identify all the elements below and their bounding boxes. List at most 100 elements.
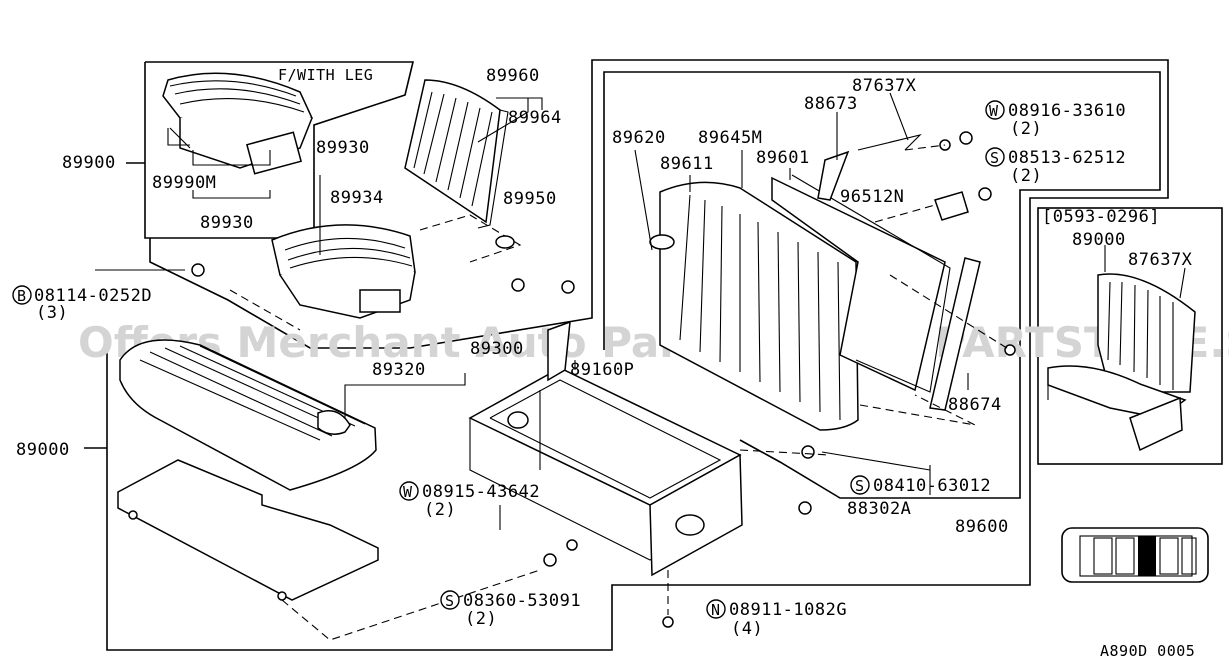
symbol-letter-s3: S [445, 592, 455, 610]
inset-seatback [1097, 273, 1196, 393]
label-89645M: 89645M [698, 128, 762, 148]
dash-tray [281, 569, 541, 641]
vehicle-seat-highlight [1138, 536, 1156, 576]
label-89950: 89950 [503, 189, 557, 209]
inset-date-range: [0593-0296] [1042, 207, 1160, 227]
leader-inset-87637X [1179, 267, 1186, 299]
lever-88673 [817, 150, 850, 201]
watermark-text: Offers Merchant Auto Parts Catalog PARTS… [78, 318, 1229, 367]
fastener-qty-08114: (3) [36, 303, 68, 323]
bolt-96512N [978, 187, 992, 201]
screw-08360 [543, 553, 557, 567]
vehicle-body-outline [1061, 527, 1209, 583]
symbol-circle-s1 [985, 147, 1005, 167]
fastener-code-08513: 08513-62512 [1008, 148, 1126, 168]
group-seat-frame [468, 320, 931, 628]
leader-89990M [192, 150, 271, 166]
dash-88674 [889, 274, 1011, 351]
symbol-circle-w1 [985, 100, 1005, 120]
symbol-letter-n1: N [711, 601, 721, 619]
group-armrest-leg-seat: F/WITH LEG [126, 66, 373, 199]
leader-08410 [821, 451, 931, 471]
fastener-qty-08360: (2) [465, 609, 497, 629]
vehicle-seat-row2 [1115, 537, 1135, 575]
vehicle-seat-row5 [1181, 537, 1197, 575]
cushion-pleats [139, 345, 366, 441]
block-96512N [934, 191, 969, 221]
group-inset-bench [1047, 245, 1196, 452]
label-89990M: 89990M [152, 173, 216, 193]
symbol-circle-s2 [850, 475, 870, 495]
cushion-tray [117, 459, 379, 601]
washer-08915 [566, 539, 578, 551]
group-bench-back [634, 92, 1016, 495]
fastener-code-08410: 08410-63012 [873, 476, 991, 496]
boundary-back [603, 71, 1161, 499]
dash-87637X [904, 144, 946, 151]
drawing-code: A890D 0005 [1100, 642, 1195, 660]
fastener-qty-08915: (2) [424, 500, 456, 520]
group-fastener-labels: 08916-33610 (2) 08513-62512 (2) 08114-02… [34, 101, 1126, 639]
nut-08911 [662, 616, 674, 628]
fastener-code-08911: 08911-1082G [729, 600, 847, 620]
cushion-bracket [317, 410, 351, 435]
label-inset-89000: 89000 [1072, 230, 1126, 250]
armrest-leg [167, 127, 191, 149]
label-89320: 89320 [372, 360, 426, 380]
fastener-code-08915: 08915-43642 [422, 482, 540, 502]
inset-frame-leg [144, 61, 415, 239]
headrest-knob [649, 234, 675, 250]
label-89964: 89964 [508, 108, 562, 128]
seatback-frame-outline [791, 174, 951, 393]
label-88673: 88673 [804, 94, 858, 114]
boundary-main [106, 59, 1169, 651]
fastener-qty-08513: (2) [1010, 166, 1042, 186]
frame-hole [507, 411, 529, 429]
frame-bracket [547, 320, 571, 382]
leader-89620 [634, 149, 653, 251]
seat-frame-inner [489, 379, 722, 499]
label-89900: 89900 [62, 153, 116, 173]
vehicle-locator-icon [1061, 527, 1209, 583]
bolt-08410 [801, 445, 815, 459]
tray-clip-b [277, 591, 287, 601]
label-89930a: 89930 [200, 213, 254, 233]
leader-87637X [889, 92, 909, 141]
dash-frame-fasteners [739, 449, 831, 456]
symbol-letter-w1: W [989, 102, 999, 120]
leg-plate-hole [675, 514, 705, 536]
vehicle-seat-row4 [1159, 537, 1179, 575]
symbol-circle-w2 [399, 481, 419, 501]
label-87637X: 87637X [852, 76, 917, 96]
group-frames [84, 59, 1223, 651]
symbol-letter-w2: W [403, 483, 413, 501]
inset-frame-right [1037, 207, 1223, 465]
label-89300: 89300 [470, 339, 524, 359]
vehicle-cabin [1079, 535, 1193, 577]
bolt-89950a [511, 278, 525, 292]
symbol-letter-s2: S [855, 477, 865, 495]
bench-seatback-stitch [679, 194, 841, 421]
split-seat-bracket [359, 289, 401, 313]
split-seatback-stitch [413, 91, 493, 207]
hinge-bracket [246, 131, 302, 175]
bench-seat-cushion [119, 339, 377, 491]
screw-08513 [959, 131, 973, 145]
dash-seatback [859, 394, 976, 426]
symbol-circle-n1 [706, 599, 726, 619]
fastener-qty-08916: (2) [1010, 119, 1042, 139]
symbol-circle-s3 [440, 590, 460, 610]
leader-89930a [192, 190, 271, 199]
seatback-frame-bar [477, 109, 509, 229]
label-89160P: 89160P [570, 360, 634, 380]
inset-note-label: F/WITH LEG [278, 66, 373, 84]
clip-88674 [1004, 344, 1016, 356]
label-96512N: 96512N [840, 187, 904, 207]
label-89611: 89611 [660, 154, 714, 174]
symbol-letter-s1: S [990, 149, 1000, 167]
group-bench-cushion [95, 263, 541, 641]
label-89930b: 89930 [316, 138, 370, 158]
leader-89964 [477, 98, 529, 143]
split-seat-stitch [284, 237, 413, 269]
